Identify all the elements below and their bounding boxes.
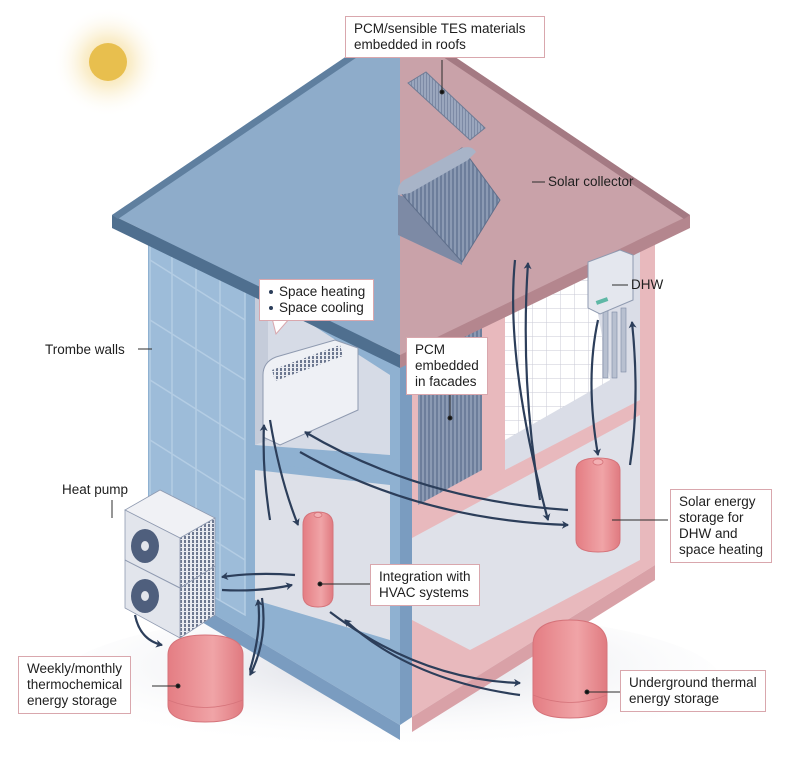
storage-tank-icon: [532, 619, 608, 719]
label-line: space heating: [679, 542, 764, 557]
flow-arrows: [133, 259, 637, 697]
sun-icon: [53, 7, 163, 117]
label-line: Underground thermal: [629, 675, 757, 690]
label-line: Weekly/monthly: [27, 661, 123, 676]
flow-arrow-icon: [304, 431, 569, 512]
label-line: embedded in roofs: [354, 37, 466, 52]
floor-tiles: [505, 270, 610, 440]
label-heat-pump: Heat pump: [62, 482, 129, 497]
label-line: Solar energy: [679, 494, 756, 509]
label-pcm-facades: PCM embedded in facades: [406, 337, 488, 395]
flow-arrow-icon: [628, 321, 637, 466]
bullet-space-heating: Space heating: [268, 284, 365, 300]
flow-arrow-icon: [221, 572, 296, 581]
flow-arrow-icon: [268, 419, 300, 526]
fan-icon: [131, 579, 159, 613]
label-solar-storage: Solar energy storage for DHW and space h…: [670, 489, 773, 563]
roof: [112, 20, 690, 368]
label-underground-storage: Underground thermal energy storage: [620, 670, 766, 712]
storage-tank-icon: [575, 457, 621, 553]
label-line: thermochemical: [27, 677, 123, 692]
flow-arrow-icon: [221, 582, 293, 592]
flow-arrow-icon: [248, 599, 263, 671]
flow-arrow-icon: [299, 451, 569, 529]
label-line: in facades: [415, 374, 477, 389]
label-line: PCM: [415, 342, 445, 357]
label-line: energy storage: [27, 693, 118, 708]
solar-collector-icon: [397, 147, 501, 265]
label-hvac-integration: Integration with HVAC systems: [370, 564, 480, 606]
fan-icon: [131, 529, 159, 563]
label-line: storage for: [679, 510, 744, 525]
label-line: embedded: [415, 358, 479, 373]
dhw-boiler-icon: [587, 249, 634, 379]
label-weekly-storage: Weekly/monthly thermochemical energy sto…: [18, 656, 132, 714]
flow-arrow-icon: [523, 262, 542, 501]
flow-arrow-icon: [259, 424, 272, 521]
roof-pcm-panel-icon: [407, 71, 486, 141]
label-space-bubble: Space heating Space cooling: [259, 279, 375, 321]
flow-arrow-icon: [590, 319, 601, 456]
label-trombe-walls: Trombe walls: [45, 342, 125, 357]
flow-arrow-icon: [249, 597, 265, 676]
storage-tank-icon: [167, 634, 244, 723]
storage-tank-icon: [302, 511, 334, 608]
label-line: HVAC systems: [379, 585, 469, 600]
flow-arrow-icon: [133, 614, 163, 648]
label-roof-pcm: PCM/sensible TES materials embedded in r…: [345, 16, 545, 58]
leader-lines: [111, 60, 668, 695]
label-line: Integration with: [379, 569, 471, 584]
radiator-icon: [262, 339, 359, 446]
label-line: PCM/sensible TES materials: [354, 21, 526, 36]
flow-arrow-icon: [344, 619, 521, 697]
label-dhw: DHW: [631, 277, 664, 292]
heat-pump-icon: [124, 489, 216, 639]
label-line: DHW and: [679, 526, 738, 541]
label-line: energy storage: [629, 691, 720, 706]
label-solar-collector: Solar collector: [548, 174, 634, 189]
bullet-space-cooling: Space cooling: [268, 300, 365, 316]
